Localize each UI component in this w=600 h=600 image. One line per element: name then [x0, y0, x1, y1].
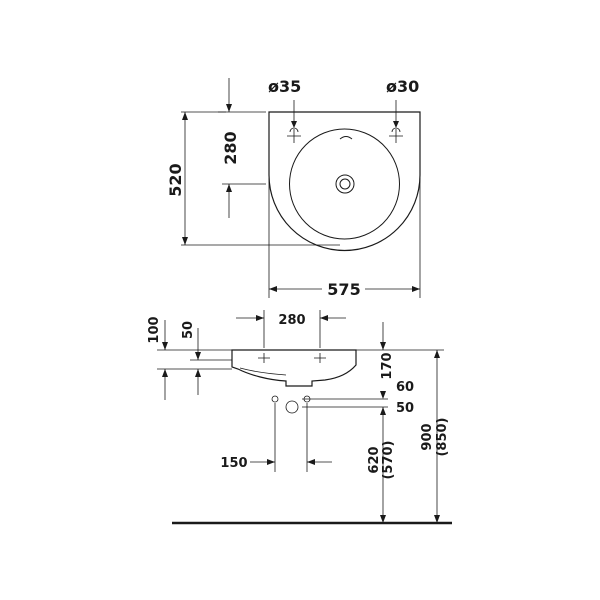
arrow-100-top [162, 342, 168, 350]
arrow-150-left [267, 459, 275, 465]
wall-fixing-left [271, 395, 279, 403]
overflow-slot [339, 136, 353, 140]
label-rim-height-850: (850) [435, 417, 450, 456]
arrow-620-bottom [380, 515, 386, 523]
label-depth-280: 280 [221, 131, 240, 164]
arrow-hole-right [393, 121, 399, 128]
label-rim-height-900: 900 [420, 423, 435, 450]
label-depth-520: 520 [166, 163, 185, 196]
label-width-575: 575 [327, 280, 360, 299]
arrow-100-bottom [162, 369, 168, 377]
label-waste-height-570: (570) [381, 440, 396, 479]
arrow-50-bottom [195, 369, 201, 377]
arrow-hole-left [291, 121, 297, 128]
waste-outlet [285, 400, 299, 414]
label-height-100: 100 [147, 316, 162, 343]
drain-inner [339, 178, 351, 190]
arrow-150-right [307, 459, 315, 465]
label-rim-to-waste-170: 170 [380, 352, 395, 379]
bowl-circle [289, 128, 400, 240]
label-waste-height-620: 620 [367, 446, 382, 473]
arrow-900-bottom [434, 515, 440, 523]
label-hole-left-diameter: ø35 [268, 77, 301, 96]
label-tap-spacing-280: 280 [278, 313, 305, 328]
arrow-520-top [182, 112, 188, 120]
basin-underside-curve [239, 367, 287, 376]
label-lateral-150: 150 [220, 456, 247, 471]
arrow-50-top [195, 352, 201, 360]
arrow-tap-280-right [320, 315, 328, 321]
label-offset-60: 60 [396, 380, 414, 395]
label-offset-50: 50 [396, 401, 414, 416]
arrow-520-bottom [182, 237, 188, 245]
label-hole-right-diameter: ø30 [386, 77, 419, 96]
tap-mark-right [314, 353, 326, 363]
arrow-170-top [380, 342, 386, 350]
arrow-280-top [226, 104, 232, 112]
arrow-280-bottom [226, 184, 232, 192]
arrow-575-right [412, 286, 420, 292]
tap-mark-left [258, 353, 270, 363]
arrow-900-top [434, 350, 440, 358]
arrow-tap-280-left [256, 315, 264, 321]
side-view: 280 100 50 170 60 50 620 (570) [147, 310, 452, 525]
label-height-50: 50 [181, 321, 196, 339]
basin-outline-side [231, 349, 357, 387]
top-view: ø35 ø30 520 280 575 [166, 77, 421, 299]
basin-outline-top [268, 111, 421, 252]
arrow-60 [380, 391, 386, 399]
drain-outer [335, 174, 355, 194]
arrow-575-left [269, 286, 277, 292]
